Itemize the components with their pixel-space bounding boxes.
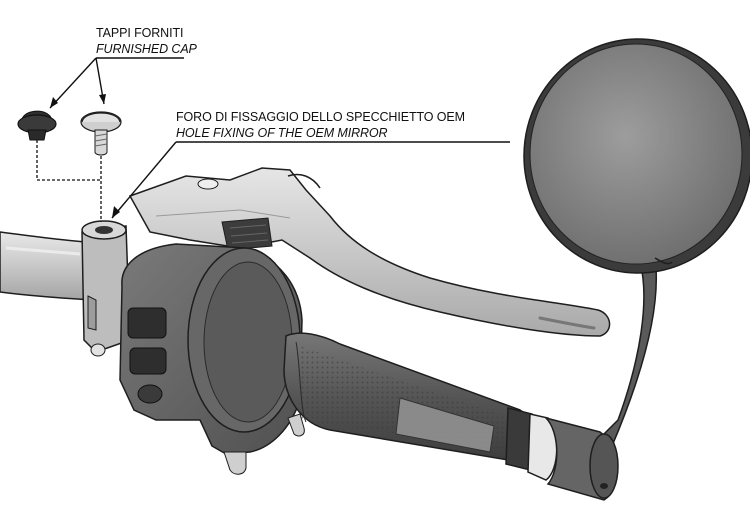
handlebar-tube: [0, 231, 93, 301]
hole-leader-arrow: [111, 141, 510, 219]
brake-lever: [128, 167, 611, 337]
hole-label-italian: FORO DI FISSAGGIO DELLO SPECCHIETTO OEM: [176, 110, 465, 124]
mirror-head: [523, 38, 750, 274]
caps-leader-arrows: [49, 57, 184, 109]
switch-housing: [119, 243, 305, 475]
furnished-caps-label: TAPPI FORNITI FURNISHED CAP: [96, 25, 197, 57]
switch-button-upper: [127, 307, 167, 339]
caps-label-italian: TAPPI FORNITI: [96, 26, 184, 40]
switch-button-lower: [129, 347, 167, 375]
arrow-head-screw-cap: [99, 94, 106, 104]
mirror-hole-label: FORO DI FISSAGGIO DELLO SPECCHIETTO OEM …: [176, 109, 465, 141]
caps-label-english: FURNISHED CAP: [96, 42, 197, 56]
assembly-guide-lines: [36, 140, 102, 222]
handlebar-grip: [283, 332, 531, 463]
arrow-head-dark-cap: [50, 97, 58, 108]
cap-dark-icon: [17, 110, 57, 141]
mirror-stem: [596, 257, 658, 447]
bar-end: [505, 407, 619, 501]
mirror-mount-clamp: [81, 220, 131, 357]
switch-knob: [137, 384, 163, 404]
arrow-head-hole: [112, 206, 120, 218]
hole-label-english: HOLE FIXING OF THE OEM MIRROR: [176, 126, 388, 140]
mirror-fixing-hole: [95, 226, 113, 234]
cap-screw-icon: [80, 111, 122, 156]
